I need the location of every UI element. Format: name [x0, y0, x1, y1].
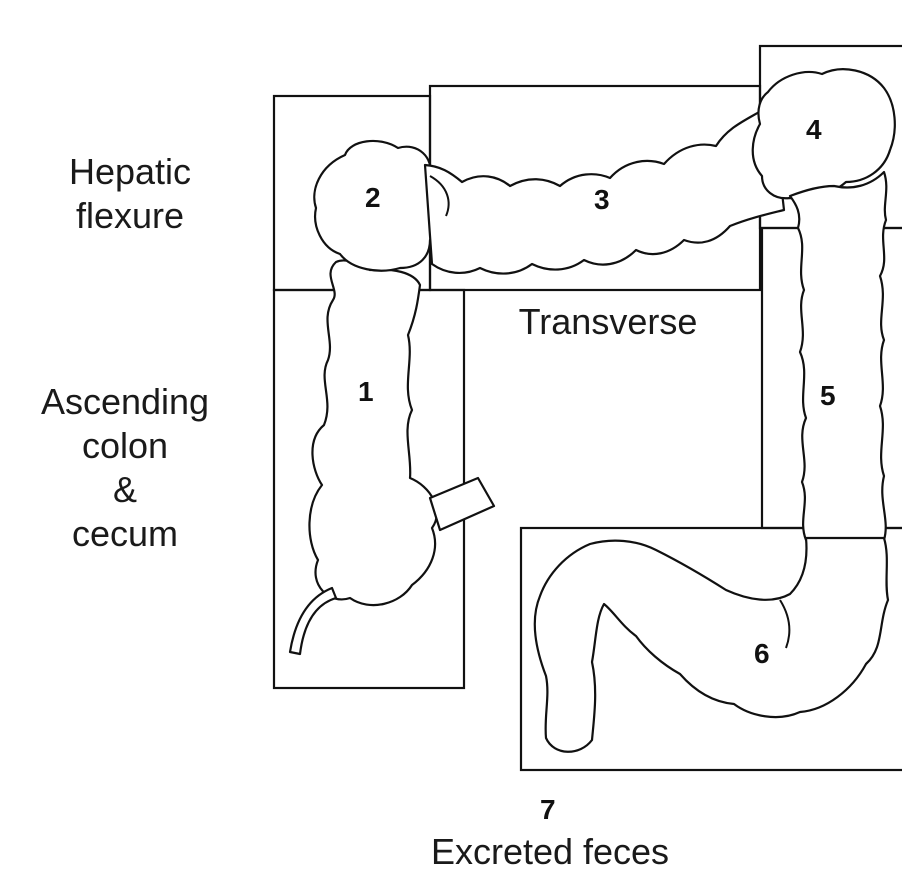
label-ascending-line1: Ascending	[10, 380, 240, 424]
ascending-colon-shape	[309, 260, 436, 605]
appendix-shape	[290, 588, 336, 654]
segment-number-7: 7	[540, 794, 556, 826]
descending-colon-shape	[790, 172, 886, 540]
label-hepatic-flexure: Hepatic flexure	[30, 150, 230, 238]
label-excreted-feces: Excreted feces	[380, 830, 720, 874]
ileum-shape	[430, 478, 494, 530]
sigmoid-colon-shape	[535, 538, 888, 752]
label-ascending-line4: cecum	[10, 512, 240, 556]
segment-number-3: 3	[594, 184, 610, 216]
segment-number-1: 1	[358, 376, 374, 408]
segment-number-6: 6	[754, 638, 770, 670]
label-hepatic-line2: flexure	[30, 194, 230, 238]
segment-number-2: 2	[365, 182, 381, 214]
label-ascending-line3: &	[10, 468, 240, 512]
segment-number-4: 4	[806, 114, 822, 146]
segment-number-5: 5	[820, 380, 836, 412]
label-ascending-line2: colon	[10, 424, 240, 468]
label-hepatic-line1: Hepatic	[30, 150, 230, 194]
label-transverse: Transverse	[488, 300, 728, 344]
label-ascending-colon-cecum: Ascending colon & cecum	[10, 380, 240, 556]
